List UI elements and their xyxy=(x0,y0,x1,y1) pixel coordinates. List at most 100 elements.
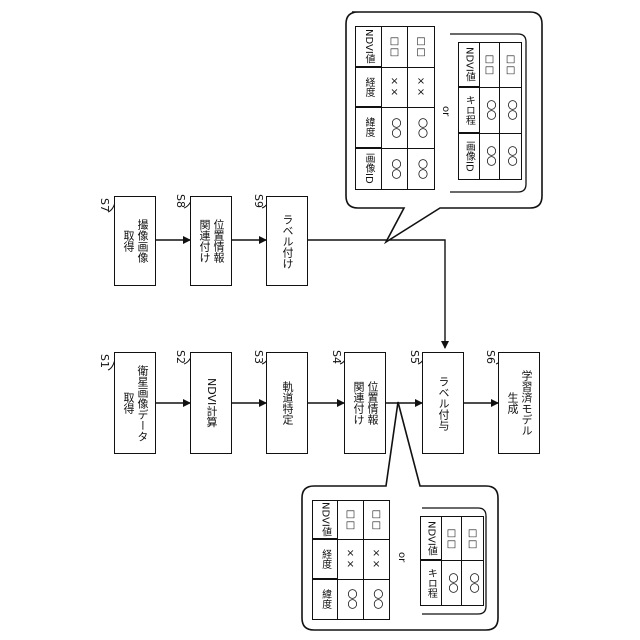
table-cell-text: 〇〇 xyxy=(416,159,427,179)
step-s3-label: S3 xyxy=(252,350,264,364)
step-s6-text: 学習済モデル 生成 xyxy=(505,370,533,436)
table-header-cell: 緯度 xyxy=(313,580,338,619)
table-header-text: 緯度 xyxy=(320,589,331,609)
table-cell-text: □□ xyxy=(505,54,516,76)
step-s1-label: S1 xyxy=(98,354,110,368)
table-cell-text: 〇〇 xyxy=(345,589,356,609)
step-s9-text: ラベル付け xyxy=(280,214,294,269)
table-cell: 〇〇 xyxy=(480,134,501,179)
table-cell-text: 〇〇 xyxy=(484,146,495,166)
table-header-cell: 経度 xyxy=(356,68,382,109)
step-s1-text: 衛星画像データ 取得 xyxy=(121,365,149,442)
table-header-cell: キロ程 xyxy=(459,88,480,133)
step-s3-text: 軌道特定 xyxy=(280,381,294,425)
step-s4-label: S4 xyxy=(330,350,342,364)
table-cell: 〇〇 xyxy=(500,134,521,179)
table-cell-text: 〇〇 xyxy=(371,589,382,609)
table-cell: 〇〇 xyxy=(364,580,389,619)
table-header-text: NDVI値 xyxy=(320,502,331,537)
bottom-table-a: NDVI値□□□□経度××××緯度〇〇〇〇 xyxy=(312,500,390,620)
table-header-cell: 経度 xyxy=(313,540,338,579)
table-cell-text: 〇〇 xyxy=(389,118,400,138)
table-cell: □□ xyxy=(408,27,434,68)
table-header-cell: NDVI値 xyxy=(356,27,382,68)
table-cell-text: 〇〇 xyxy=(484,100,495,120)
table-cell: ×× xyxy=(338,540,363,579)
step-s7-text: 撮像画像 取得 xyxy=(121,219,149,263)
table-header-text: 経度 xyxy=(320,549,331,569)
table-cell: 〇〇 xyxy=(500,88,521,133)
step-s4-text: 位置情報 関連付け xyxy=(351,381,379,425)
table-cell: 〇〇 xyxy=(442,561,463,605)
table-cell-text: 〇〇 xyxy=(446,573,457,593)
table-cell-text: 〇〇 xyxy=(416,118,427,138)
bottom-table-b: NDVI値□□□□キロ程〇〇〇〇 xyxy=(420,516,484,606)
table-cell: ×× xyxy=(364,540,389,579)
table-cell: □□ xyxy=(442,517,463,561)
table-header-text: 画像ID xyxy=(363,153,374,184)
table-cell-text: □□ xyxy=(484,54,495,76)
step-s2-label: S2 xyxy=(174,350,186,364)
table-header-text: キロ程 xyxy=(463,95,474,125)
step-s5-text: ラベル付与 xyxy=(436,376,450,431)
table-cell: □□ xyxy=(338,501,363,540)
top-table-b: NDVI値□□□□キロ程〇〇〇〇画像ID〇〇〇〇 xyxy=(458,42,522,180)
table-cell: □□ xyxy=(500,43,521,88)
table-cell-text: 〇〇 xyxy=(467,573,478,593)
table-header-cell: NDVI値 xyxy=(421,517,442,561)
table-header-cell: 画像ID xyxy=(459,134,480,179)
table-cell-text: 〇〇 xyxy=(505,100,516,120)
table-cell: 〇〇 xyxy=(480,88,501,133)
step-s4-box: 位置情報 関連付け xyxy=(344,352,386,454)
bottom-or-label: or xyxy=(396,552,407,562)
table-header-text: 経度 xyxy=(363,77,374,97)
table-header-cell: 画像ID xyxy=(356,149,382,190)
step-s3-box: 軌道特定 xyxy=(266,352,308,454)
table-header-text: NDVI値 xyxy=(463,47,474,82)
table-header-cell: キロ程 xyxy=(421,561,442,605)
table-cell-text: □□ xyxy=(371,509,382,531)
table-header-cell: NDVI値 xyxy=(313,501,338,540)
table-cell-text: ×× xyxy=(345,548,356,570)
step-s9-label: S9 xyxy=(252,194,264,208)
table-header-text: 画像ID xyxy=(463,141,474,172)
table-cell: □□ xyxy=(462,517,483,561)
table-header-text: キロ程 xyxy=(425,568,436,598)
table-cell: □□ xyxy=(364,501,389,540)
step-s5-label: S5 xyxy=(408,350,420,364)
table-header-text: NDVI値 xyxy=(363,29,374,64)
arrow-s9-s5 xyxy=(308,240,445,348)
table-cell: □□ xyxy=(382,27,408,68)
step-s8-text: 位置情報 関連付け xyxy=(197,219,225,263)
table-header-cell: 緯度 xyxy=(356,108,382,149)
table-cell-text: □□ xyxy=(389,36,400,58)
table-cell-text: □□ xyxy=(345,509,356,531)
table-cell-text: 〇〇 xyxy=(505,146,516,166)
table-cell-text: ×× xyxy=(416,76,427,98)
table-cell: 〇〇 xyxy=(338,580,363,619)
table-cell-text: □□ xyxy=(416,36,427,58)
table-cell: ×× xyxy=(408,68,434,109)
step-s2-box: NDVI計算 xyxy=(190,352,232,454)
table-cell-text: □□ xyxy=(446,528,457,550)
step-s9-box: ラベル付け xyxy=(266,196,308,286)
table-header-cell: NDVI値 xyxy=(459,43,480,88)
step-s8-label: S8 xyxy=(174,194,186,208)
step-s8-box: 位置情報 関連付け xyxy=(190,196,232,286)
table-cell: 〇〇 xyxy=(462,561,483,605)
step-s2-text: NDVI計算 xyxy=(204,378,218,427)
top-or-label: or xyxy=(440,106,451,116)
table-cell-text: □□ xyxy=(467,528,478,550)
step-s6-box: 学習済モデル 生成 xyxy=(498,352,540,454)
step-s5-box: ラベル付与 xyxy=(422,352,464,454)
table-cell: 〇〇 xyxy=(408,108,434,149)
table-cell: 〇〇 xyxy=(382,149,408,190)
table-header-text: NDVI値 xyxy=(425,521,436,556)
table-cell: 〇〇 xyxy=(408,149,434,190)
step-s1-box: 衛星画像データ 取得 xyxy=(114,352,156,454)
table-cell: 〇〇 xyxy=(382,108,408,149)
table-cell: ×× xyxy=(382,68,408,109)
table-cell-text: ×× xyxy=(389,76,400,98)
table-cell: □□ xyxy=(480,43,501,88)
